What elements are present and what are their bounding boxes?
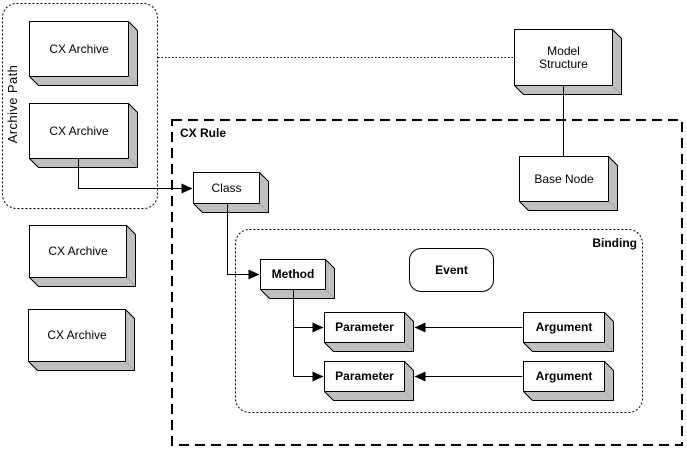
node-class: Class [193, 172, 269, 213]
node-parameter-2: Parameter [324, 361, 414, 401]
node-argument-2: Argument [523, 361, 614, 401]
cx-rule-group-label: CX Rule [180, 126, 227, 140]
parameter-2-label: Parameter [335, 369, 394, 383]
node-model-structure: Model Structure [514, 29, 622, 95]
cx-archive-4-label: CX Archive [47, 328, 107, 342]
cx-archive-2-label: CX Archive [49, 123, 109, 138]
parameter-1-label: Parameter [335, 320, 394, 334]
node-argument-1: Argument [523, 312, 614, 352]
box-3d-chrome [29, 225, 136, 287]
argument-2-label: Argument [535, 369, 593, 383]
node-event: Event [409, 248, 494, 292]
event-label: Event [435, 263, 468, 277]
node-parameter-1: Parameter [324, 312, 414, 352]
edge-class-method [227, 204, 260, 280]
box-3d-chrome [514, 29, 622, 95]
node-cx-archive-1: CX Archive [29, 21, 138, 86]
node-base-node: Base Node [519, 156, 618, 211]
node-method: Method [260, 259, 335, 299]
class-label: Class [211, 180, 242, 195]
binding-group-label: Binding [592, 236, 637, 250]
cx-archive-3-label: CX Archive [48, 244, 108, 258]
node-cx-archive-4: CX Archive [28, 309, 135, 371]
argument-1-label: Argument [535, 320, 593, 334]
model-structure-label: Model Structure [539, 43, 588, 71]
box-3d-chrome [28, 309, 135, 371]
base-node-label: Base Node [534, 171, 594, 186]
archive-path-group-label: Archive Path [5, 64, 20, 144]
node-cx-archive-3: CX Archive [29, 225, 136, 287]
cx-archive-1-label: CX Archive [49, 41, 109, 56]
node-cx-archive-2: CX Archive [29, 103, 138, 168]
method-label: Method [271, 267, 315, 281]
